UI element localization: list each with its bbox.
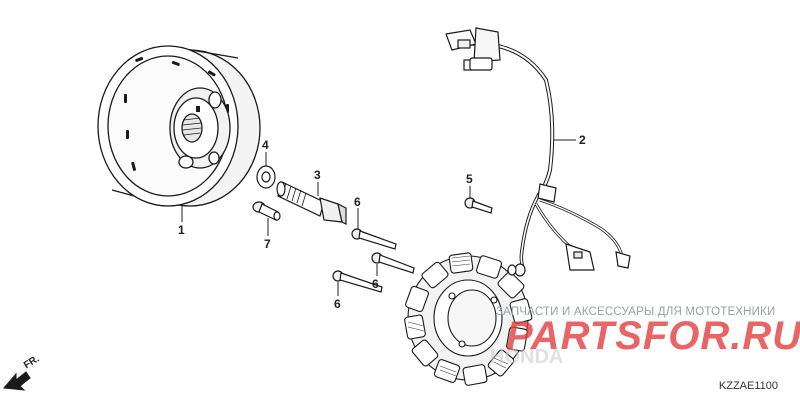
stator-bolt-lower [332, 270, 383, 293]
callout-2: 2 [579, 133, 586, 147]
callout-7: 7 [264, 237, 271, 251]
clamp-bolt [464, 197, 493, 214]
washer [256, 165, 276, 189]
watermark-ghost-text: HONDA [490, 346, 564, 368]
watermark-tagline: ЗАПЧАСТИ И АКСЕССУАРЫ ДЛЯ МОТОТЕХНИКИ [496, 306, 776, 318]
front-direction-arrow-icon [2, 371, 31, 391]
callout-6-lower: 6 [334, 297, 341, 311]
callout-6-upper: 6 [354, 195, 361, 209]
stator-bolt-middle [371, 252, 415, 274]
leader-lines [181, 139, 576, 296]
wire-harness [445, 27, 631, 277]
stator-bolt-upper [351, 228, 397, 250]
flywheel-bolt [276, 181, 347, 225]
callout-4: 4 [262, 138, 269, 152]
stator-coil [404, 252, 533, 386]
small-bolt [252, 201, 281, 221]
callout-5: 5 [466, 172, 473, 186]
diagram-code: KZZAE1100 [718, 380, 778, 392]
callout-3: 3 [314, 168, 321, 182]
flywheel-rotor [97, 45, 261, 207]
callout-6-middle: 6 [372, 277, 379, 291]
watermark-logo: PARTSFOR.RU [506, 314, 800, 358]
callout-1: 1 [178, 223, 185, 237]
